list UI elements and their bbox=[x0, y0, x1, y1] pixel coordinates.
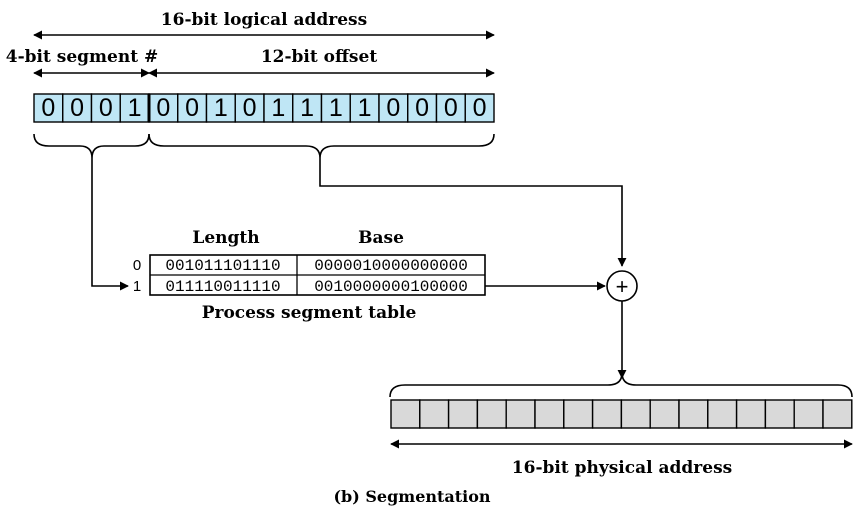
base-column-header: Base bbox=[358, 228, 404, 248]
logical-bit-cell bbox=[349, 93, 380, 123]
segment-table-row-1-length: 011110011110 bbox=[165, 278, 280, 296]
physical-bit-cell bbox=[620, 399, 651, 429]
physical-bit-cell bbox=[447, 399, 479, 429]
segment-table-row-1-base: 0010000000100000 bbox=[314, 278, 468, 296]
logical-bit-value: 0 bbox=[99, 94, 113, 122]
logical-bit-cell bbox=[62, 93, 93, 123]
segment-table-row-1-index: 1 bbox=[133, 278, 141, 295]
logical-bit-value: 0 bbox=[156, 94, 170, 122]
logical-bit-value: 1 bbox=[300, 94, 314, 122]
logical-bit-value: 1 bbox=[329, 94, 343, 122]
logical-bit-cell bbox=[177, 93, 208, 123]
logical-bit-value: 0 bbox=[243, 94, 257, 122]
logical-bit-cell bbox=[234, 93, 265, 123]
physical-bit-cell bbox=[707, 399, 738, 429]
logical-bit-cell bbox=[90, 93, 121, 123]
logical-bit-value: 0 bbox=[386, 94, 400, 122]
logical-bit-cell bbox=[292, 93, 323, 123]
logical-bit-value: 0 bbox=[444, 94, 458, 122]
physical-bit-cell bbox=[419, 399, 450, 429]
adder-plus-icon: + bbox=[616, 274, 629, 299]
figure-caption: (b) Segmentation bbox=[333, 487, 490, 506]
logical-bit-cell bbox=[435, 93, 466, 123]
logical-bit-value: 1 bbox=[214, 94, 228, 122]
logical-address-label: 16-bit logical address bbox=[161, 10, 367, 30]
physical-bit-cell bbox=[678, 399, 709, 429]
offset-to-adder-arrow bbox=[319, 158, 627, 267]
physical-bit-cell bbox=[793, 399, 824, 429]
physical-bit-cell bbox=[563, 399, 594, 429]
logical-bit-value: 0 bbox=[41, 94, 55, 122]
physical-bit-cell bbox=[591, 399, 623, 429]
logical-bit-value: 1 bbox=[128, 94, 142, 122]
physical-address-label: 16-bit physical address bbox=[512, 458, 732, 478]
logical-bit-value: 1 bbox=[358, 94, 372, 122]
logical-bit-value: 0 bbox=[185, 94, 199, 122]
physical-bit-cell bbox=[764, 399, 795, 429]
physical-bit-cell bbox=[505, 399, 536, 429]
logical-bit-value: 1 bbox=[271, 94, 285, 122]
segment-table-row-0-length: 001011101110 bbox=[165, 257, 280, 275]
segment-number-brace bbox=[33, 133, 150, 159]
logical-bit-cell bbox=[148, 93, 179, 123]
segment-table: 0 001011101110 0000010000000000 1 011110… bbox=[133, 254, 486, 296]
physical-bit-cell bbox=[735, 399, 767, 429]
physical-bit-cell bbox=[476, 399, 507, 429]
logical-bit-value: 0 bbox=[415, 94, 429, 122]
logical-bit-cell bbox=[464, 93, 495, 123]
logical-bit-cell bbox=[320, 93, 351, 123]
logical-bit-cell bbox=[378, 93, 409, 123]
physical-bit-cell bbox=[822, 399, 853, 429]
logical-bit-value: 0 bbox=[473, 94, 487, 122]
logical-bit-cell bbox=[33, 93, 64, 123]
segment-table-row-0-index: 0 bbox=[133, 257, 141, 274]
logical-bit-value: 0 bbox=[70, 94, 84, 122]
physical-bit-cell bbox=[534, 399, 565, 429]
physical-address-register bbox=[390, 399, 853, 429]
segment-table-row-0-base: 0000010000000000 bbox=[314, 257, 468, 275]
segment-table-caption: Process segment table bbox=[202, 303, 417, 323]
offset-brace bbox=[148, 133, 495, 159]
logical-bit-cell bbox=[407, 93, 438, 123]
length-column-header: Length bbox=[192, 228, 259, 248]
physical-bit-cell bbox=[390, 399, 421, 429]
segment-number-label: 4-bit segment # bbox=[6, 47, 158, 67]
segment-select-arrow bbox=[91, 158, 129, 291]
logical-bit-cell bbox=[119, 93, 150, 123]
physical-address-brace bbox=[389, 372, 853, 398]
offset-label: 12-bit offset bbox=[261, 47, 378, 67]
physical-bit-cell bbox=[649, 399, 680, 429]
